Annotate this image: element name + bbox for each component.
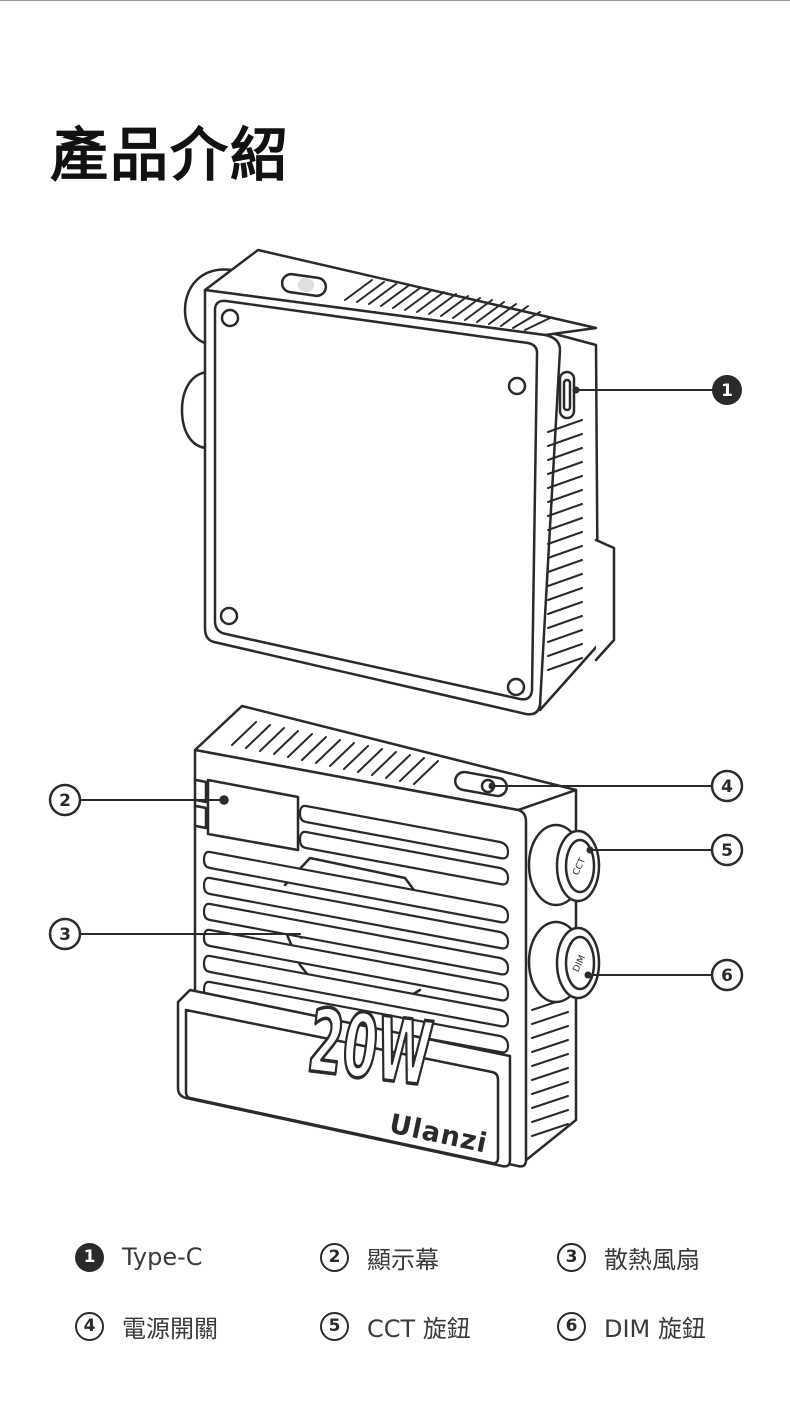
callout-1-badge: 1 <box>712 375 742 405</box>
svg-text:5: 5 <box>721 841 733 861</box>
callout-lines <box>79 389 713 976</box>
svg-text:3: 3 <box>59 925 71 945</box>
callout-6-badge: 6 <box>710 958 744 992</box>
svg-text:4: 4 <box>721 777 733 797</box>
svg-text:1: 1 <box>721 381 733 401</box>
page-title: 產品介紹 <box>50 121 291 189</box>
cct-knob <box>527 823 601 907</box>
svg-text:6: 6 <box>721 966 733 986</box>
back-view <box>176 704 601 1168</box>
callout-2-badge: 2 <box>48 783 82 817</box>
callout-4-badge: 4 <box>710 769 744 803</box>
front-view <box>180 248 616 716</box>
power-rating-label: 20W <box>303 990 437 1106</box>
svg-text:2: 2 <box>59 791 71 811</box>
dim-knob <box>527 920 601 1004</box>
callout-3-badge: 3 <box>48 917 82 951</box>
top-rule <box>0 0 790 1</box>
callout-5-badge: 5 <box>710 833 744 867</box>
